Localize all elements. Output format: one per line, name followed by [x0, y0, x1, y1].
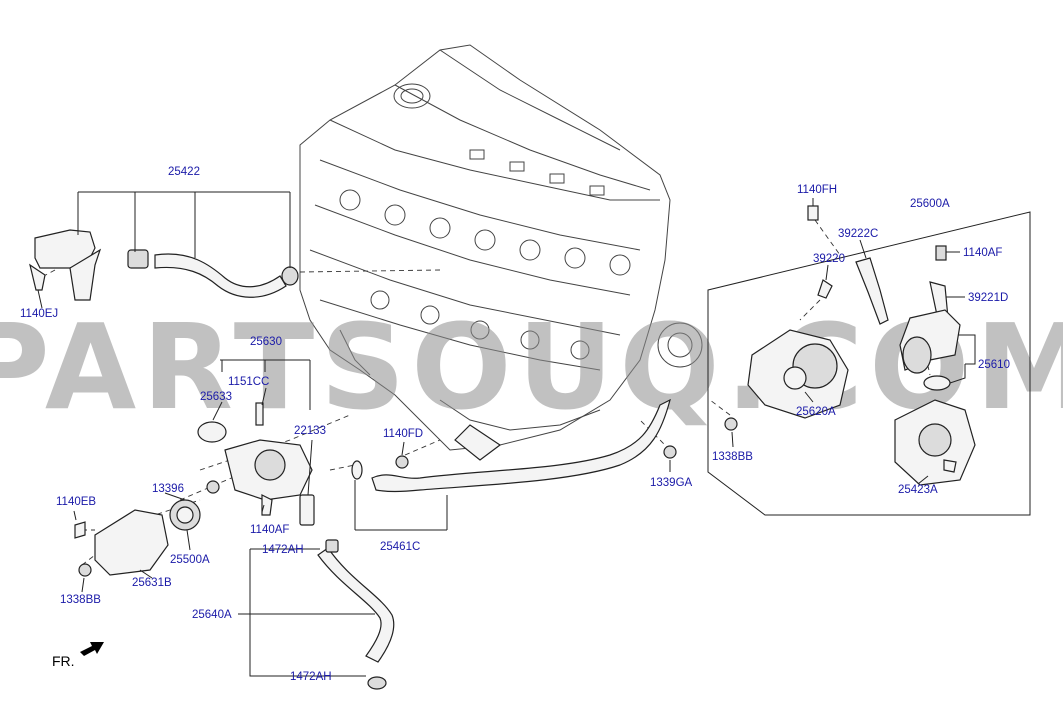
label-1339GA[interactable]: 1339GA [650, 477, 693, 489]
engine-block-drawing [299, 44, 703, 451]
leader-lines [37, 191, 976, 677]
label-25423A[interactable]: 25423A [898, 484, 938, 496]
label-1140EJ[interactable]: 1140EJ [20, 308, 58, 320]
label-1151CC[interactable]: 1151CC [228, 376, 269, 388]
label-1140AF-left[interactable]: 1140AF [250, 524, 289, 536]
label-25600A[interactable]: 25600A [910, 198, 950, 210]
label-25422[interactable]: 25422 [168, 166, 200, 178]
label-25640A[interactable]: 25640A [192, 609, 232, 621]
label-25631B[interactable]: 25631B [132, 577, 172, 589]
label-25500A[interactable]: 25500A [170, 554, 210, 566]
label-1338BB-right[interactable]: 1338BB [712, 451, 753, 463]
water-pipe-25461C [351, 398, 738, 493]
label-1472AH-bottom[interactable]: 1472AH [290, 671, 332, 683]
label-25633[interactable]: 25633 [200, 391, 232, 403]
label-39222C[interactable]: 39222C [838, 228, 878, 240]
front-label: FR. [52, 653, 75, 669]
bypass-hose-25640A [317, 539, 395, 690]
part-labels: 25422 1140EJ 25630 1151CC 25633 22133 13… [20, 166, 1010, 683]
label-1140FD[interactable]: 1140FD [383, 428, 423, 440]
label-25620A[interactable]: 25620A [796, 406, 836, 418]
front-direction-indicator: FR. [52, 642, 104, 669]
coolant-housing-assembly [747, 205, 976, 486]
label-22133[interactable]: 22133 [294, 425, 326, 437]
label-1338BB-left[interactable]: 1338BB [60, 594, 101, 606]
label-1472AH-top[interactable]: 1472AH [262, 544, 304, 556]
label-1140AF-right[interactable]: 1140AF [963, 247, 1002, 259]
hose-assembly-25422 [29, 229, 299, 301]
label-25630[interactable]: 25630 [250, 336, 282, 348]
label-39221D[interactable]: 39221D [968, 292, 1008, 304]
front-arrow-icon [80, 642, 104, 656]
label-1140EB[interactable]: 1140EB [56, 496, 96, 508]
label-25461C[interactable]: 25461C [380, 541, 420, 553]
label-13396[interactable]: 13396 [152, 483, 184, 495]
label-1140FH[interactable]: 1140FH [797, 184, 837, 196]
assembly-box-25600A [707, 211, 1031, 516]
water-inlet-assembly [74, 402, 315, 577]
label-25610[interactable]: 25610 [978, 359, 1010, 371]
label-39220[interactable]: 39220 [813, 253, 845, 265]
